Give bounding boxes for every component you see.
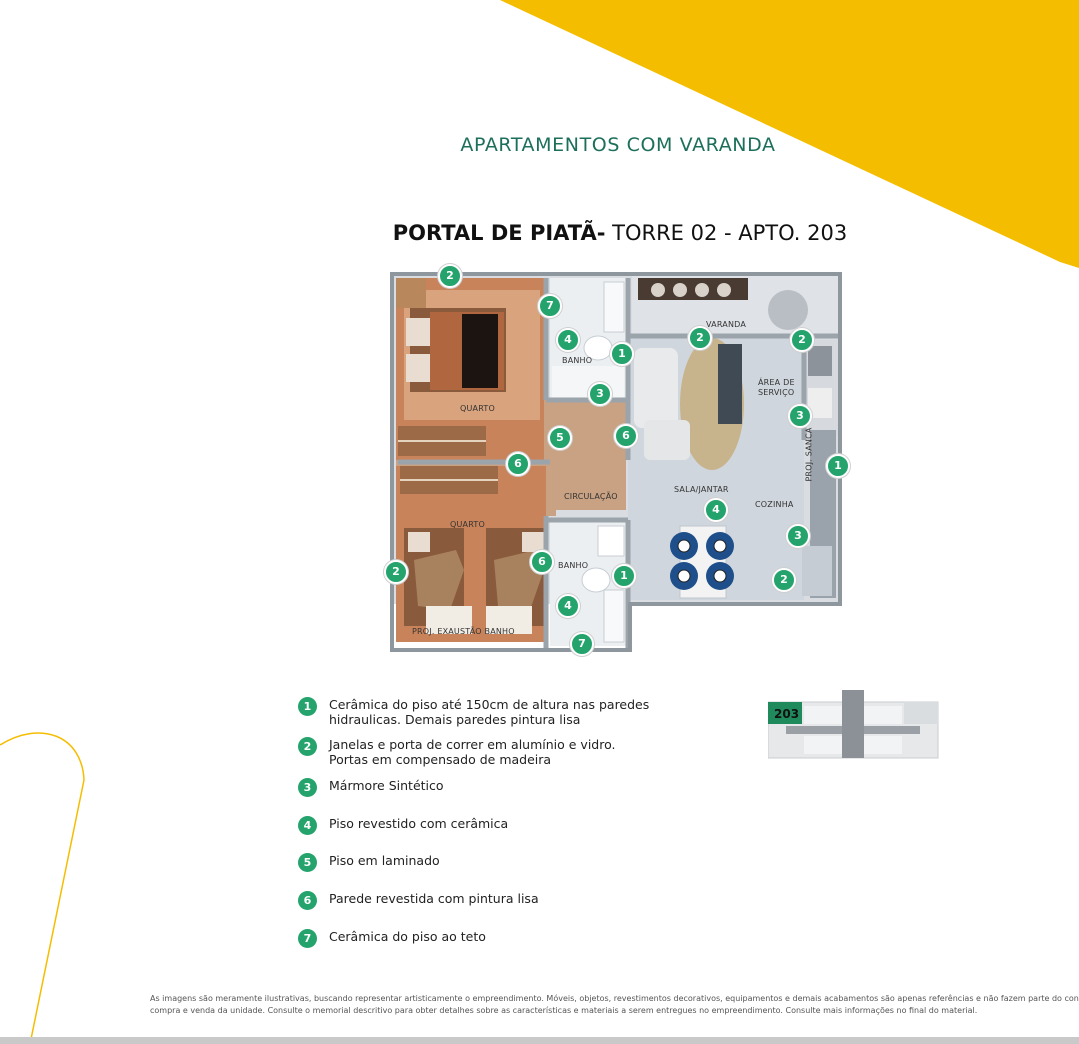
room-label-area-servico-1: ÁREA DE (758, 378, 795, 387)
floor-plan: QUARTO BANHO VARANDA ÁREA DE SERVIÇO CIR… (384, 264, 850, 656)
marker-7-banho-2: 7 (570, 632, 594, 656)
legend-item-1: 1 Cerâmica do piso até 150cm de altura n… (298, 697, 649, 727)
key-plan-unit-label: 203 (774, 707, 800, 721)
room-label-circulacao: CIRCULAÇÃO (564, 492, 618, 501)
legend-text: Parede revestida com pintura lisa (329, 891, 539, 906)
legend-text: Janelas e porta de correr em alumínio e … (329, 737, 616, 767)
marker-5-circulacao: 5 (548, 426, 572, 450)
legend-num: 1 (298, 697, 317, 716)
yellow-corner-shape (500, 0, 1079, 268)
legend-text: Mármore Sintético (329, 778, 444, 793)
room-label-banho-1: BANHO (562, 356, 593, 365)
marker-1-banho-2: 1 (612, 564, 636, 588)
room-label-varanda: VARANDA (706, 320, 747, 329)
legend-text: Piso em laminado (329, 853, 440, 868)
legend-item-2: 2 Janelas e porta de correr em alumínio … (298, 737, 616, 767)
room-label-quarto-2: QUARTO (450, 520, 485, 529)
marker-4-sala: 4 (704, 498, 728, 522)
legend-item-3: 3 Mármore Sintético (298, 778, 444, 797)
legend-num: 6 (298, 891, 317, 910)
circulacao-floor (544, 400, 626, 510)
marker-2-servico: 2 (790, 328, 814, 352)
legend-num: 3 (298, 778, 317, 797)
marker-2-quarto-2: 2 (384, 560, 408, 584)
marker-3-banho-1: 3 (588, 382, 612, 406)
legend-item-4: 4 Piso revestido com cerâmica (298, 816, 508, 835)
page-subtitle: APARTAMENTOS COM VARANDA (460, 134, 776, 156)
marker-4-banho-1: 4 (556, 328, 580, 352)
marker-1-cozinha: 1 (826, 454, 850, 478)
legend-num: 2 (298, 737, 317, 756)
key-plan: 203 (767, 690, 940, 760)
disclaimer-line-1: As imagens são meramente ilustrativas, b… (150, 994, 1079, 1003)
floor-plan-drawing (390, 272, 842, 652)
legend-text: Cerâmica do piso até 150cm de altura nas… (329, 697, 650, 727)
room-label-proj-sanca: PROJ. SANCA (804, 427, 814, 482)
marker-6-banho-2: 6 (530, 550, 554, 574)
marker-2-varanda: 2 (688, 326, 712, 350)
legend-item-6: 6 Parede revestida com pintura lisa (298, 891, 539, 910)
legend-num: 5 (298, 853, 317, 872)
marker-6-closet: 6 (506, 452, 530, 476)
title-rest: TORRE 02 - APTO. 203 (605, 221, 848, 245)
key-plan-drawing (767, 690, 939, 759)
title-bold: PORTAL DE PIATÃ- (392, 221, 606, 245)
marker-1-banho-1: 1 (610, 342, 634, 366)
legend-item-7: 7 Cerâmica do piso ao teto (298, 929, 486, 948)
marker-3-servico: 3 (788, 404, 812, 428)
marker-6-circulacao: 6 (614, 424, 638, 448)
page-title: PORTAL DE PIATÃ- TORRE 02 - APTO. 203 (300, 221, 940, 245)
room-label-area-servico-2: SERVIÇO (758, 388, 795, 397)
room-label-banho-2: BANHO (558, 561, 589, 570)
room-label-sala-jantar: SALA/JANTAR (674, 485, 729, 494)
marker-2-top: 2 (438, 264, 462, 288)
disclaimer: As imagens são meramente ilustrativas, b… (150, 993, 1079, 1017)
room-label-quarto-1: QUARTO (460, 404, 495, 413)
marker-3-cozinha: 3 (786, 524, 810, 548)
marker-2-cozinha: 2 (772, 568, 796, 592)
marker-7-banho-1: 7 (538, 294, 562, 318)
legend-text: Cerâmica do piso ao teto (329, 929, 486, 944)
yellow-outline-arc (0, 732, 85, 1044)
disclaimer-line-2: compra e venda da unidade. Consulte o me… (150, 1006, 978, 1015)
legend-num: 7 (298, 929, 317, 948)
marker-4-banho-2: 4 (556, 594, 580, 618)
legend-item-5: 5 Piso em laminado (298, 853, 440, 872)
bottom-bar (0, 1037, 1079, 1044)
room-label-cozinha: COZINHA (755, 500, 794, 509)
legend-num: 4 (298, 816, 317, 835)
room-label-proj-exaustao: PROJ. EXAUSTÃO BANHO (412, 627, 515, 636)
legend-text: Piso revestido com cerâmica (329, 816, 509, 831)
